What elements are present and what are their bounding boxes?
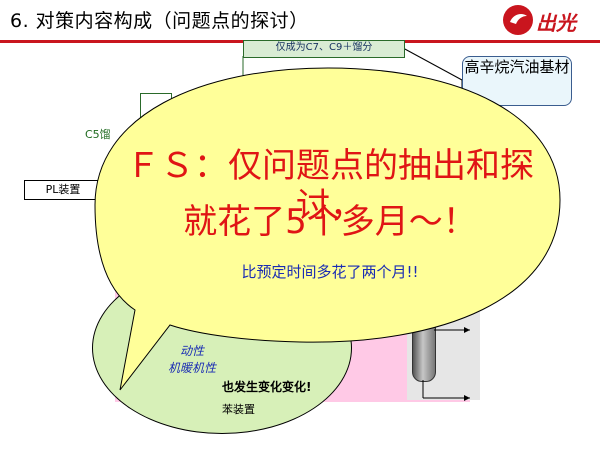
main-callout-headline-2: 就花了5个多月～！ <box>183 202 477 242</box>
secondary-bubble-bullet: 动性 <box>180 344 205 358</box>
secondary-bubble-change-note: 也发生变化变化! <box>222 380 312 394</box>
main-callout-headline-1: ＦＳ：仅问题点的抽出和探讨， <box>126 146 534 226</box>
secondary-bubble-bullet: 机暖机性 <box>168 361 217 375</box>
main-callout-subline: 比预定时间多花了两个月!! <box>241 263 419 281</box>
benzene-unit-label: 苯装置 <box>222 403 255 416</box>
c7-c9-fraction-box: 仅成为C7、C9＋馏分 <box>243 40 405 58</box>
company-logo: 出光 <box>502 4 592 36</box>
c5-fraction-label: C5馏 <box>85 128 111 141</box>
logo-wordmark: 出光 <box>536 11 576 35</box>
logo-emblem-icon <box>503 5 533 35</box>
slide-title: 6. 对策内容构成（问题点的探讨） <box>10 10 309 32</box>
